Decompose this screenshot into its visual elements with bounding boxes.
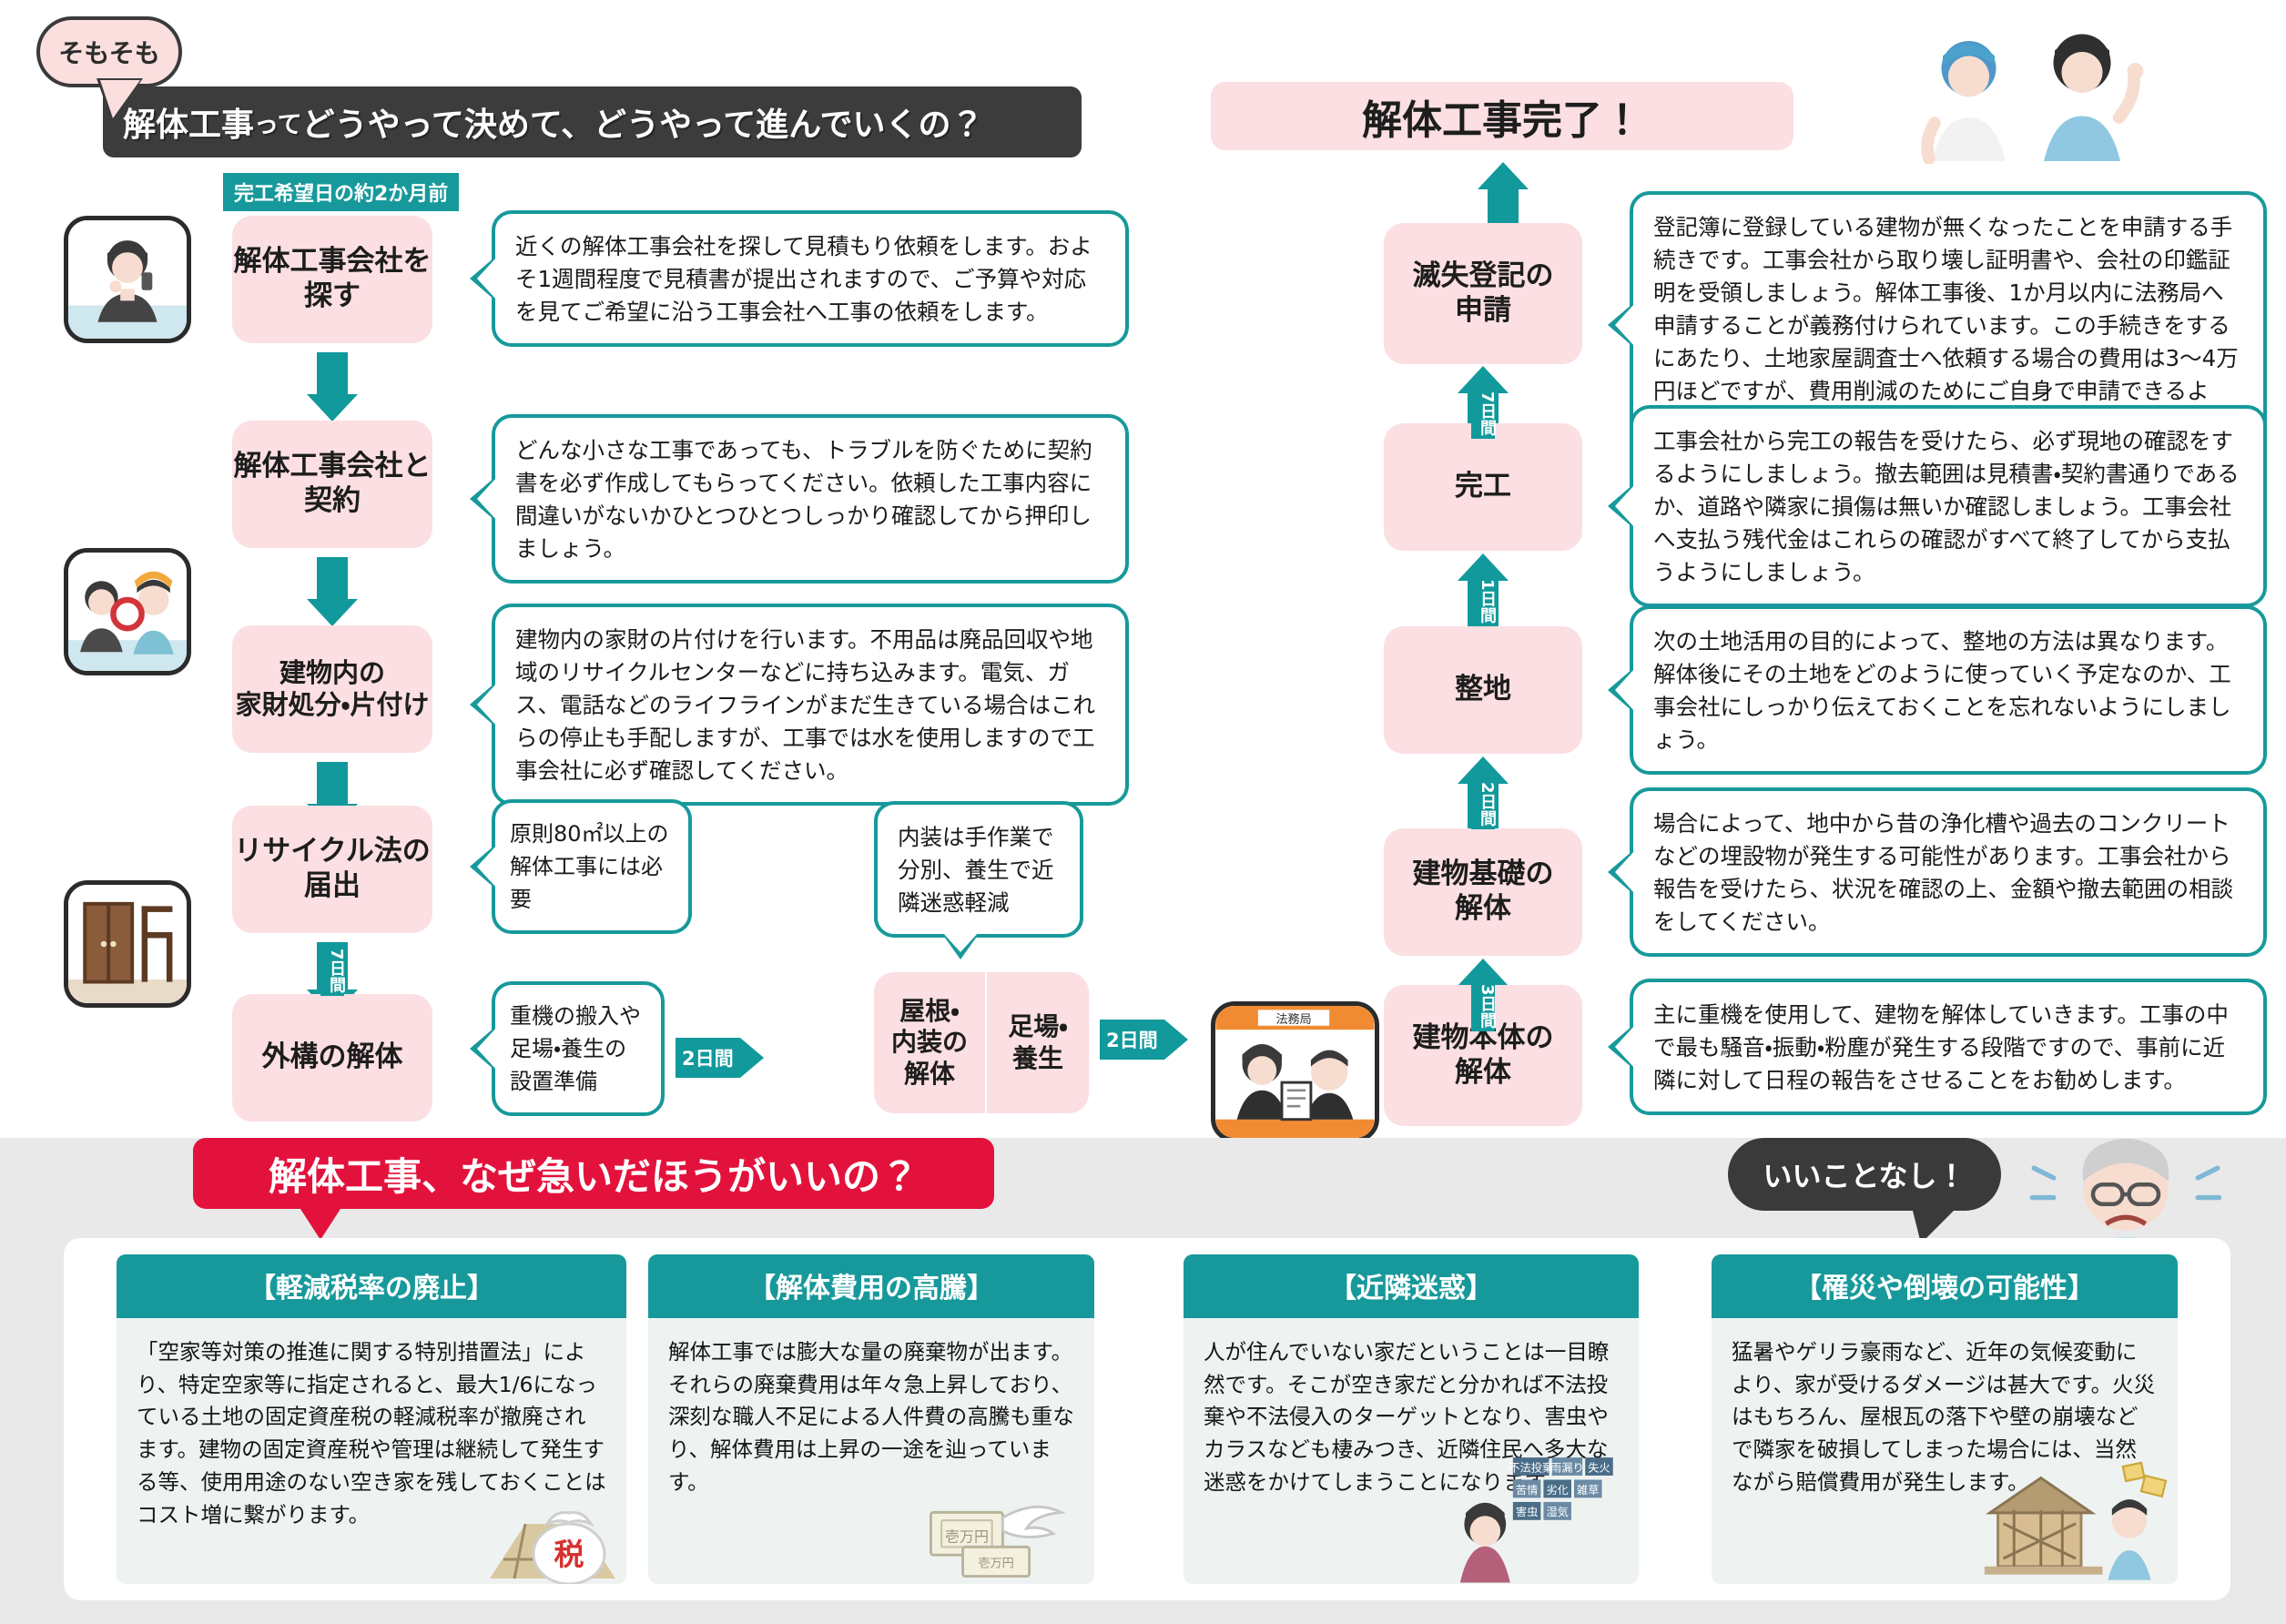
step-box-exterior-demolition[interactable]: 外構の解体 — [232, 994, 432, 1122]
step-box-contract[interactable]: 解体工事会社と 契約 — [232, 421, 432, 548]
somosomo-bubble: そもそも — [36, 16, 182, 87]
callout-interior-handwork: 内装は手作業で分別、養生で近隣迷惑軽減 — [874, 801, 1083, 959]
svg-text:壱万円: 壱万円 — [978, 1556, 1013, 1570]
callout-exterior-demolition: 重機の搬入や足場・養生の設置準備 — [492, 981, 665, 1116]
icon-tile-search-company — [64, 216, 191, 343]
callout-recycle-filing: 原則80㎡以上の解体工事には必要 — [492, 799, 692, 934]
person-thinking-phone-icon — [68, 220, 187, 339]
arrow-step2-to-step3 — [307, 557, 358, 626]
step-box-foundation[interactable]: 建物基礎の 解体 — [1384, 828, 1582, 956]
no-good-bubble: いいことなし！ — [1728, 1138, 2001, 1211]
reason-body-tax: 「空家等対策の推進に関する特別措置法」により、特定空家等に指定されると、最大1/… — [117, 1318, 626, 1584]
arrow-label-1day: 1日間 — [1471, 576, 1497, 626]
icon-tile-registration: 法務局 — [1211, 1001, 1379, 1142]
arrow-completion-to-registration: 7日間 — [1458, 366, 1509, 441]
icon-tile-contract — [64, 548, 191, 675]
reason-body-neighbor: 人が住んでいない家だということは一目瞭然です。そこが空き家だと分かれば不法投棄や… — [1184, 1318, 1639, 1584]
svg-text:苦情: 苦情 — [1516, 1484, 1538, 1497]
page-title-small-1: って — [254, 110, 302, 139]
callout-completion: 工事会社から完工の報告を受けたら、必ず現地の確認をするようにしましょう。撤去範囲… — [1630, 405, 2267, 607]
svg-text:壱万円: 壱万円 — [945, 1528, 989, 1546]
arrow-label-2days-right: 2日間 — [1471, 779, 1497, 829]
page-title-main-2: どうやって決めて、どうやって進んでいくの？ — [301, 107, 984, 144]
no-good-bubble-tail — [1912, 1207, 1957, 1243]
svg-text:害虫: 害虫 — [1516, 1505, 1538, 1518]
reason-card-disaster: 【罹災や倒壊の可能性】 猛暑やゲリラ豪雨など、近年の気候変動により、家が受けるダ… — [1712, 1254, 2178, 1584]
reason-card-neighbor: 【近隣迷惑】 人が住んでいない家だということは一目瞭然です。そこが空き家だと分か… — [1184, 1254, 1639, 1584]
callout-leveling: 次の土地活用の目的によって、整地の方法は異なります。解体後にその土地をどのように… — [1630, 605, 2267, 775]
arrow-body-to-foundation: 3日間 — [1458, 959, 1509, 1033]
legal-affairs-bureau-icon: 法務局 — [1215, 1006, 1375, 1138]
troubled-neighbor-icon: 不法投棄 雨漏り 失火 苦情 劣化 雑草 害虫 湿気 — [1459, 1457, 1613, 1583]
step-box-roof-interior[interactable]: 屋根・ 内装の 解体 — [874, 972, 985, 1113]
callout-foundation: 場合によって、地中から昔の浄化槽や過去のコンクリートなどの埋設物が発生する可能性… — [1630, 787, 2267, 957]
arrow-label-7days-right: 7日間 — [1471, 389, 1497, 439]
reason-heading-disaster: 【罹災や倒壊の可能性】 — [1712, 1254, 2178, 1318]
svg-text:法務局: 法務局 — [1275, 1013, 1311, 1027]
svg-text:失火: 失火 — [1588, 1460, 1610, 1474]
page-title-main-1: 解体工事 — [123, 107, 255, 144]
callout-furniture: 建物内の家財の片付けを行います。不用品は廃品回収や地域のリサイクルセンターなどに… — [492, 604, 1129, 806]
step-box-registration[interactable]: 滅失登記の 申請 — [1384, 223, 1582, 364]
svg-text:劣化: 劣化 — [1546, 1483, 1568, 1497]
flying-money-icon: 壱万円 壱万円 — [930, 1505, 1066, 1578]
celebrating-people-icon — [1921, 34, 2144, 164]
reason-heading-tax: 【軽減税率の廃止】 — [117, 1254, 626, 1318]
svg-text:税: 税 — [554, 1537, 584, 1572]
arrow-step1-to-step2 — [307, 352, 358, 421]
page-title: 解体工事ってどうやって決めて、どうやって進んでいくの？ — [103, 86, 1082, 157]
callout-main-demolition: 主に重機を使用して、建物を解体していきます。工事の中で最も騒音・振動・粉塵が発生… — [1630, 979, 2267, 1115]
tax-money-bag-icon: 税 — [490, 1511, 615, 1584]
reason-body-disaster: 猛暑やゲリラ豪雨など、近年の気候変動により、家が受けるダメージは甚大です。火災は… — [1712, 1318, 2178, 1584]
svg-text:不法投棄: 不法投棄 — [1509, 1460, 1553, 1474]
completion-banner: 解体工事完了！ — [1211, 82, 1793, 150]
arrow-label-7days-left: 7日間 — [320, 946, 346, 996]
step-box-search-company[interactable]: 解体工事会社を 探す — [232, 216, 432, 343]
step-box-furniture[interactable]: 建物内の 家財処分・片付け — [232, 625, 432, 753]
somosomo-label: そもそも — [58, 38, 160, 68]
reason-card-tax: 【軽減税率の廃止】 「空家等対策の推進に関する特別措置法」により、特定空家等に指… — [117, 1254, 626, 1584]
svg-text:雑草: 雑草 — [1577, 1483, 1599, 1497]
collapsed-house-icon — [1984, 1461, 2168, 1580]
arrow-label-2days-a: 2日間 — [676, 1038, 740, 1078]
callout-search-company: 近くの解体工事会社を探して見積もり依頼をします。およそ1週間程度で見積書が提出さ… — [492, 210, 1129, 347]
timing-label: 完工希望日の約2か月前 — [223, 173, 460, 211]
arrow-leveling-to-completion: 1日間 — [1458, 553, 1509, 628]
bottom-red-banner: 解体工事、なぜ急いだほうがいいの？ — [193, 1138, 994, 1209]
arrow-label-3days: 3日間 — [1471, 981, 1497, 1031]
reason-heading-neighbor: 【近隣迷惑】 — [1184, 1254, 1639, 1318]
reason-heading-cost: 【解体費用の高騰】 — [648, 1254, 1094, 1318]
svg-text:湿気: 湿気 — [1546, 1505, 1568, 1518]
bottom-red-banner-tail — [300, 1209, 340, 1240]
contract-handshake-icon — [68, 553, 187, 671]
arrow-label-2days-b: 2日間 — [1100, 1020, 1164, 1060]
furniture-cabinet-chair-icon — [68, 885, 187, 1003]
arrow-foundation-to-leveling: 2日間 — [1458, 756, 1509, 831]
step-box-scaffold[interactable]: 足場・ 養生 — [987, 972, 1089, 1113]
reason-body-cost: 解体工事では膨大な量の廃棄物が出ます。それらの廃棄費用は年々急上昇しており、深刻… — [648, 1318, 1094, 1584]
step-box-completion[interactable]: 完工 — [1384, 423, 1582, 551]
arrow-to-roof-icon: 2日間 — [676, 1038, 764, 1078]
step-box-leveling[interactable]: 整地 — [1384, 626, 1582, 754]
somosomo-bubble-tail — [100, 80, 140, 118]
callout-contract: どんな小さな工事であっても、トラブルを防ぐために契約書を必ず作成してもらってくだ… — [492, 414, 1129, 584]
icon-tile-furniture — [64, 880, 191, 1008]
step-box-recycle-filing[interactable]: リサイクル法の 届出 — [232, 806, 432, 933]
arrow-to-main-demolition: 2日間 — [1100, 1020, 1188, 1060]
reason-card-cost: 【解体費用の高騰】 解体工事では膨大な量の廃棄物が出ます。それらの廃棄費用は年々… — [648, 1254, 1094, 1584]
svg-text:雨漏り: 雨漏り — [1550, 1460, 1584, 1474]
